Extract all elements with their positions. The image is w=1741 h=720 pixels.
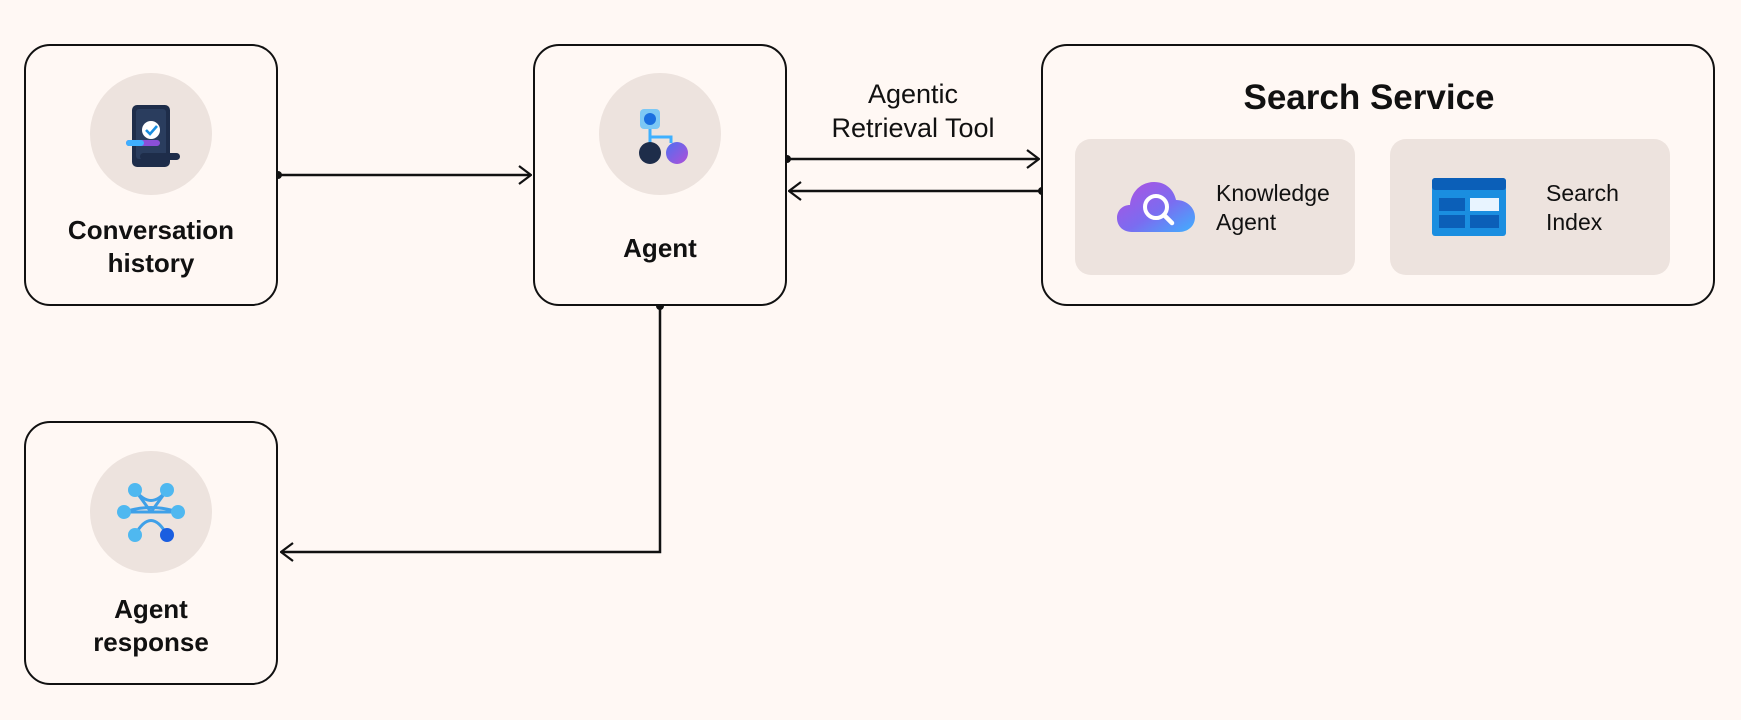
index-table-icon <box>1432 178 1506 236</box>
node-agent-label: Agent <box>623 233 697 263</box>
knowledge-agent-label: Knowledge Agent <box>1216 179 1330 237</box>
search-index-line1: Search <box>1546 180 1619 206</box>
conversation-history-line1: Conversation <box>67 215 235 245</box>
node-conversation-history-label: Conversation history <box>24 214 278 280</box>
search-index-label: Search Index <box>1546 179 1619 237</box>
knowledge-agent-line2: Agent <box>1216 209 1277 235</box>
node-agent-response-label: Agent response <box>24 593 278 659</box>
agent-response-line2: response <box>93 627 209 657</box>
edge-label-line1: Agentic <box>867 79 959 109</box>
search-index-line2: Index <box>1546 209 1603 235</box>
edge-agent-to-search <box>783 155 1039 163</box>
network-nodes-icon <box>90 451 212 573</box>
edge-history-to-agent <box>274 171 531 179</box>
chat-history-icon <box>90 73 212 195</box>
edge-search-to-agent <box>789 187 1046 195</box>
conversation-history-line2: history <box>107 248 195 278</box>
search-service-title: Search Service <box>1243 78 1495 117</box>
edge-label-agentic-retrieval-tool: Agentic Retrieval Tool <box>813 77 1013 145</box>
edge-label-line2: Retrieval Tool <box>831 113 995 143</box>
agent-workflow-icon <box>599 73 721 195</box>
edge-agent-to-response <box>281 302 664 552</box>
cloud-search-icon <box>1117 182 1195 232</box>
panel-knowledge-agent <box>1075 139 1355 275</box>
knowledge-agent-line1: Knowledge <box>1216 180 1330 206</box>
agent-response-line1: Agent <box>114 594 188 624</box>
